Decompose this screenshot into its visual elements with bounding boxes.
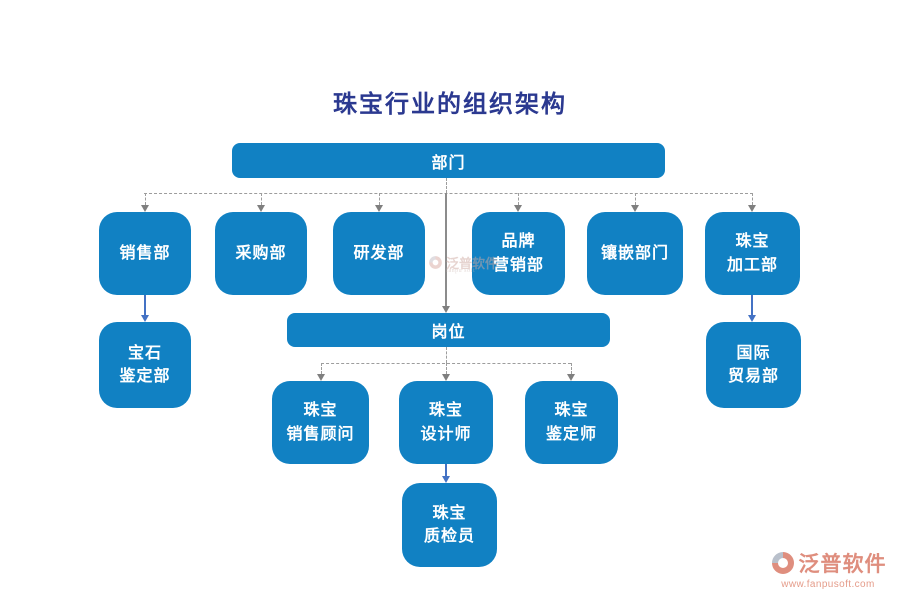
brand-logo-icon bbox=[429, 256, 442, 269]
connector-designer-to-inspector bbox=[445, 464, 447, 476]
arrow-down-icon bbox=[317, 374, 325, 381]
node-dept-gem-appraisal: 宝石 鉴定部 bbox=[99, 322, 191, 408]
node-positions-root: 岗位 bbox=[287, 313, 610, 347]
arrow-down-icon bbox=[748, 205, 756, 212]
connector-dept-1 bbox=[145, 193, 146, 205]
arrow-down-icon bbox=[567, 374, 575, 381]
node-dept-intl-trade: 国际 贸易部 bbox=[706, 322, 801, 408]
node-pos-sales-consultant: 珠宝 销售顾问 bbox=[272, 381, 369, 464]
brand-url: www.fanpusoft.com bbox=[781, 579, 875, 590]
node-dept-rnd: 研发部 bbox=[333, 212, 425, 295]
node-pos-appraiser: 珠宝 鉴定师 bbox=[525, 381, 618, 464]
arrow-down-icon bbox=[442, 306, 450, 313]
node-pos-quality-inspector: 珠宝 质检员 bbox=[402, 483, 497, 567]
connector-pos-3 bbox=[571, 363, 572, 374]
brand-name: 泛普软件 bbox=[798, 552, 887, 576]
connector-root-to-positions bbox=[445, 193, 447, 306]
connector-dept-2 bbox=[261, 193, 262, 205]
connector-pos-1 bbox=[321, 363, 322, 374]
node-dept-sales: 销售部 bbox=[99, 212, 191, 295]
node-dept-purchasing: 采购部 bbox=[215, 212, 307, 295]
page-title: 珠宝行业的组织架构 bbox=[333, 92, 567, 118]
connector-root-stub bbox=[446, 178, 447, 193]
arrow-down-icon bbox=[257, 205, 265, 212]
watermark-subtext: fanpu soft bbox=[446, 268, 476, 274]
node-departments-root: 部门 bbox=[232, 143, 665, 178]
arrow-down-icon bbox=[514, 205, 522, 212]
arrow-down-icon bbox=[631, 205, 639, 212]
node-dept-inlay: 镶嵌部门 bbox=[587, 212, 683, 295]
connector-dept-3 bbox=[379, 193, 380, 205]
node-pos-designer: 珠宝 设计师 bbox=[399, 381, 493, 464]
node-dept-brand-marketing: 品牌 营销部 bbox=[472, 212, 565, 295]
arrow-down-icon bbox=[141, 205, 149, 212]
arrow-down-icon bbox=[748, 315, 756, 322]
connector-dept-6 bbox=[752, 193, 753, 205]
brand-logo-icon bbox=[771, 552, 794, 574]
connector-positions-stub bbox=[446, 347, 447, 363]
connector-departments-rail bbox=[144, 193, 753, 194]
arrow-down-icon bbox=[375, 205, 383, 212]
arrow-down-icon bbox=[442, 374, 450, 381]
connector-dept-4 bbox=[518, 193, 519, 205]
brand-logo: 泛普软件 www.fanpusoft.com bbox=[764, 548, 892, 590]
arrow-down-icon bbox=[442, 476, 450, 483]
node-dept-jewelry-processing: 珠宝 加工部 bbox=[705, 212, 800, 295]
connector-sales-to-gem bbox=[144, 295, 146, 315]
connector-pos-2 bbox=[446, 363, 447, 374]
connector-processing-to-trade bbox=[751, 295, 753, 315]
arrow-down-icon bbox=[141, 315, 149, 322]
connector-dept-5 bbox=[635, 193, 636, 205]
